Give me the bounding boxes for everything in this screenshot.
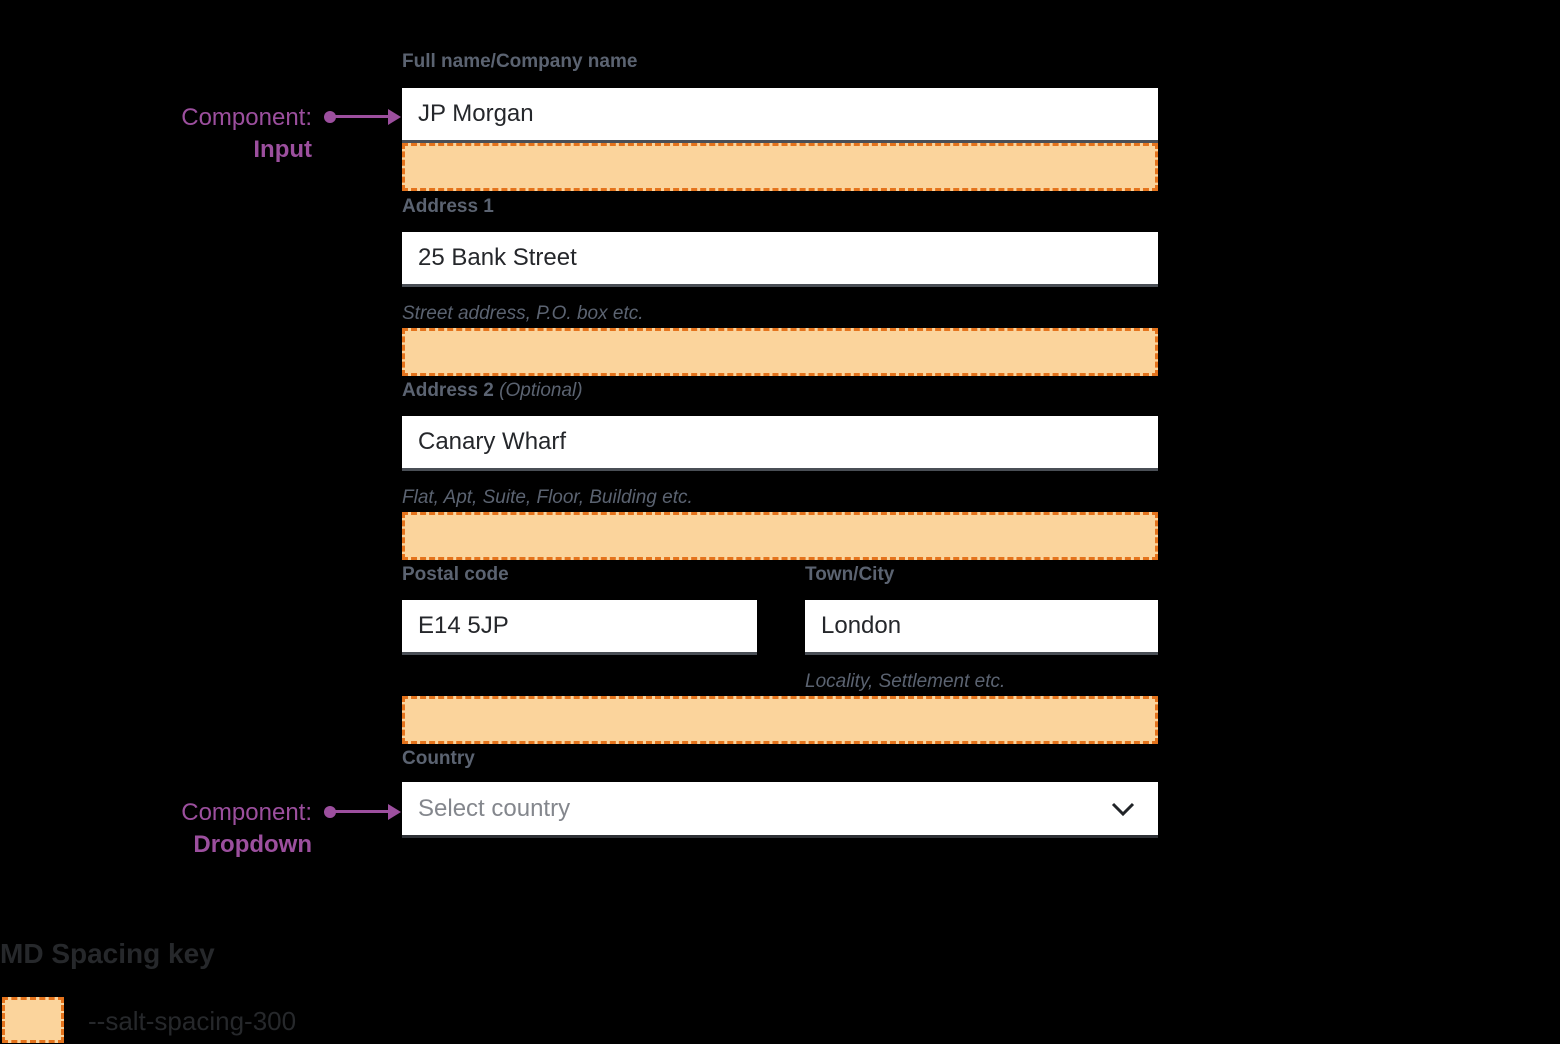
address2-helper-text: Flat, Apt, Suite, Floor, Building etc. [402,487,693,508]
annotation-arrow-dot [324,806,336,818]
chevron-down-icon [1110,801,1136,817]
spacing-key-swatch [2,997,64,1043]
postal-code-input[interactable] [402,600,757,655]
field-label-postal-code: Postal code [402,564,509,585]
town-city-helper-text: Locality, Settlement etc. [805,671,1006,692]
country-dropdown-placeholder: Select country [418,794,571,822]
field-label-country: Country [402,748,475,769]
annotation-arrow-line [332,115,390,118]
field-label-town-city: Town/City [805,564,895,585]
field-label-address2: Address 2 (Optional) [402,379,583,403]
field-label-optional-suffix: (Optional) [499,380,583,401]
annotation-name: Input [253,136,312,163]
field-label-full-name: Full name/Company name [402,51,638,72]
annotation-component-input: Component: Input [62,102,312,166]
annotation-name: Dropdown [193,831,312,858]
spacing-300-block [402,696,1158,744]
annotation-component-dropdown: Component: Dropdown [62,797,312,861]
annotation-prefix: Component: [181,104,312,131]
country-dropdown[interactable]: Select country [402,782,1158,838]
field-label-address1: Address 1 [402,196,494,217]
annotation-arrow-head [388,109,401,125]
spacing-300-block [402,328,1158,376]
spacing-key-title: MD Spacing key [0,938,215,969]
address2-input[interactable] [402,416,1158,471]
spacing-300-block [402,143,1158,191]
address1-helper-text: Street address, P.O. box etc. [402,303,644,324]
annotation-prefix: Component: [181,799,312,826]
spacing-300-block [402,512,1158,560]
annotation-arrow-line [332,810,390,813]
town-city-input[interactable] [805,600,1158,655]
annotation-arrow-head [388,804,401,820]
annotation-arrow-dot [324,111,336,123]
spacing-key-token: --salt-spacing-300 [88,1006,297,1036]
address1-input[interactable] [402,232,1158,287]
field-label-address2-text: Address 2 [402,380,494,401]
full-name-input[interactable] [402,88,1158,143]
